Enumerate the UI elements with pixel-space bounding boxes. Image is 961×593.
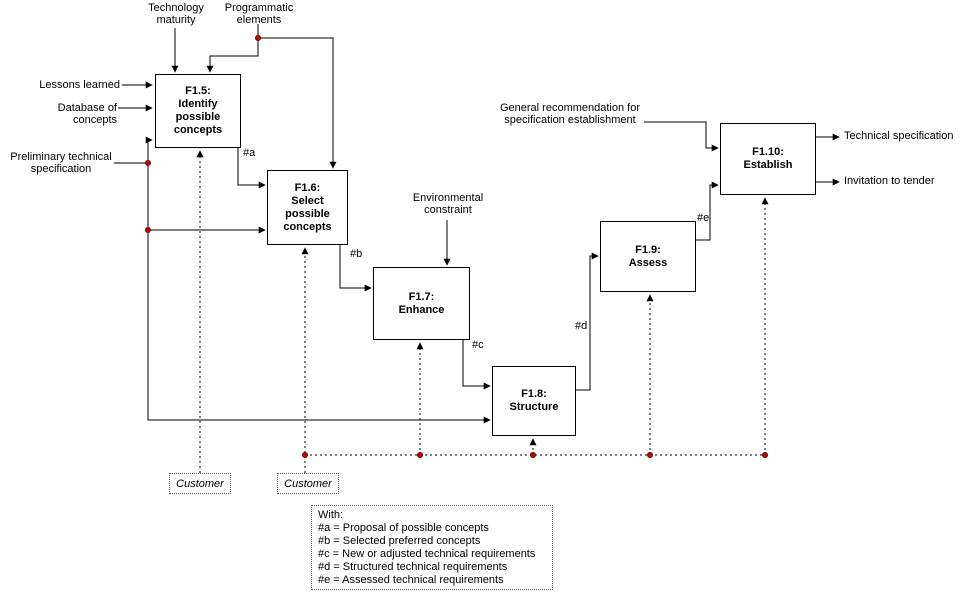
edge-label-b: #b (350, 248, 363, 260)
junction-dots (145, 35, 768, 458)
edge-d-f1-8-to-f1-9 (576, 252, 599, 391)
legend-item-a: #a = Proposal of possible concepts (318, 522, 489, 534)
junction-dot (417, 452, 423, 458)
process-box-f1-10: F1.10: Establish (720, 123, 816, 195)
edge-programmatic-elements-to-f1-5 (206, 38, 259, 73)
edge-preliminary-spec-to-f1-6 (147, 163, 266, 234)
junction-dot (647, 452, 653, 458)
edge-general-recommendation-to-f1-10 (644, 121, 719, 152)
junction-dot (302, 452, 308, 458)
legend-item-c: #c = New or adjusted technical requireme… (318, 548, 536, 560)
database-of-concepts-label: Database of concepts (57, 102, 117, 126)
legend-item-d: #d = Structured technical requirements (318, 561, 508, 573)
junction-dot (762, 452, 768, 458)
legend-item-e: #e = Assessed technical requirements (318, 574, 504, 586)
edge-label-c: #c (472, 339, 484, 351)
legend-title: With: (318, 509, 344, 521)
lessons-learned-label: Lessons learned (39, 79, 120, 91)
junction-dot (145, 227, 151, 233)
edge-label-a: #a (243, 147, 256, 159)
process-box-f1-7: F1.7: Enhance (373, 267, 470, 340)
legend-item-b: #b = Selected preferred concepts (318, 535, 481, 547)
process-box-f1-8: F1.8: Structure (492, 366, 576, 436)
preliminary-technical-specification-label: Preliminary technical specification (10, 151, 112, 175)
junction-dot (255, 35, 261, 41)
legend-box: With: #a = Proposal of possible concepts… (311, 505, 553, 590)
environmental-constraint-label: Environmental constraint (412, 192, 484, 216)
edge-label-d: #d (575, 320, 588, 332)
edge-preliminary-spec-to-f1-8 (147, 230, 491, 424)
edge-preliminary-spec-to-f1-5 (145, 136, 153, 163)
process-box-f1-9: F1.9: Assess (600, 221, 696, 292)
process-box-f1-6: F1.6: Select possible concepts (267, 170, 348, 245)
invitation-to-tender-label: Invitation to tender (844, 175, 935, 187)
customer-box-1: Customer (169, 473, 231, 494)
programmatic-elements-label: Programmatic elements (224, 2, 294, 26)
edge-label-e: #e (697, 212, 710, 224)
edge-c-f1-7-to-f1-8 (462, 340, 491, 390)
edge-programmatic-elements-to-f1-6 (258, 37, 337, 169)
technology-maturity-label: Technology maturity (148, 2, 204, 26)
junction-dot (530, 452, 536, 458)
customer-box-2: Customer (277, 473, 339, 494)
general-recommendation-label: General recommendation for specification… (499, 102, 640, 126)
solid-connectors (114, 24, 840, 424)
edge-a-f1-5-to-f1-6 (237, 148, 266, 189)
edge-b-f1-6-to-f1-7 (339, 245, 372, 292)
process-box-f1-5: F1.5: Identify possible concepts (155, 74, 241, 148)
junction-dot (145, 160, 151, 166)
technical-specification-label: Technical specification (844, 130, 954, 142)
edge-e-f1-9-to-f1-10 (696, 181, 719, 241)
